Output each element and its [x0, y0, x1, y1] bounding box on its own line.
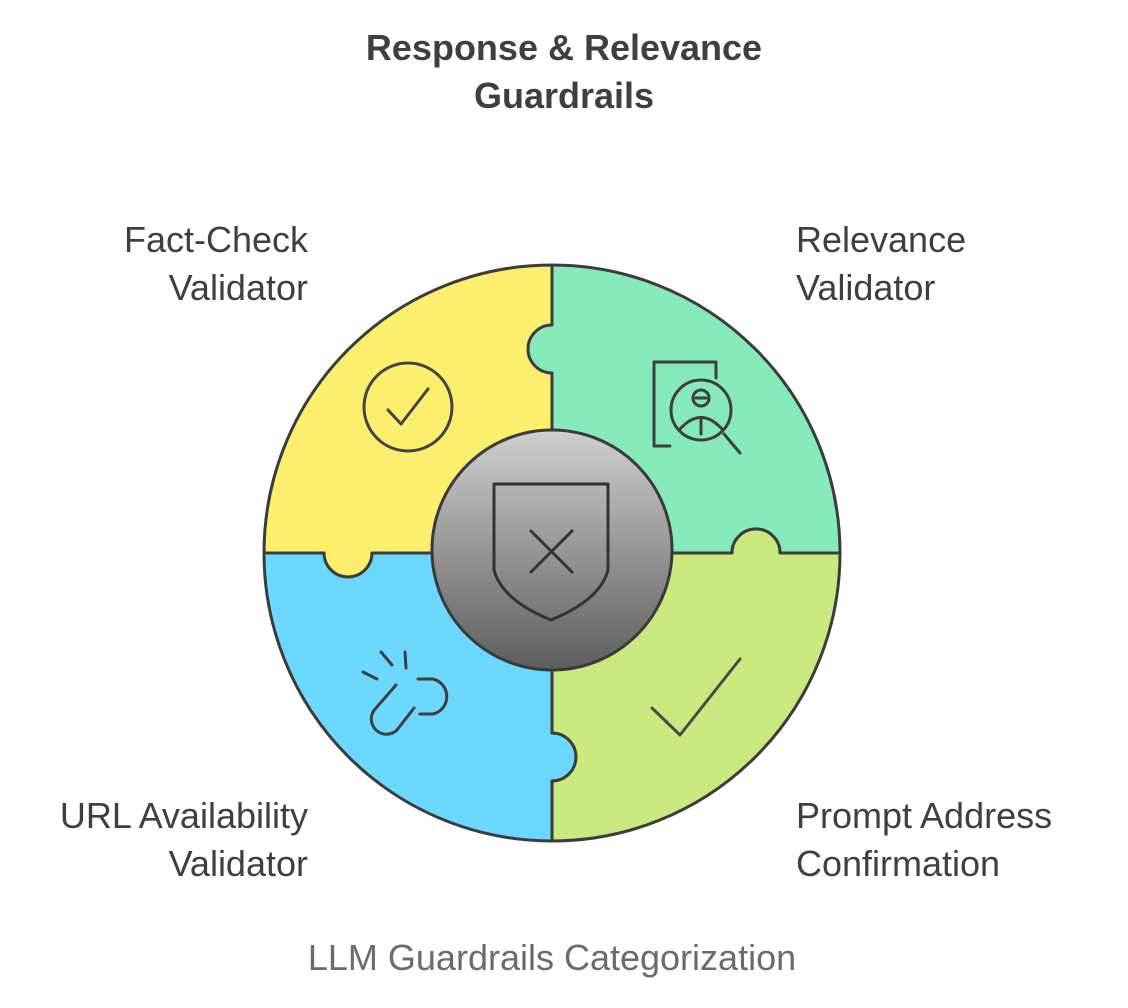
- shield-x-icon: [492, 482, 610, 622]
- fact-check-label: Fact-Check Validator: [124, 216, 308, 312]
- broken-link-icon: [361, 650, 449, 736]
- fact-check-label-line-1: Fact-Check: [123, 219, 308, 260]
- url-availability-label-line-1: URL Availability: [59, 795, 308, 836]
- prompt-address-label: Prompt Address Confirmation: [796, 792, 1052, 888]
- document-search-icon: [652, 360, 742, 455]
- center-hub: [430, 428, 674, 672]
- relevance-label-line-2: Validator: [796, 267, 936, 308]
- prompt-address-label-line-1: Prompt Address: [796, 795, 1053, 836]
- diagram-caption: LLM Guardrails Categorization: [307, 937, 797, 978]
- diagram-title: Response & Relevance Guardrails: [0, 24, 1128, 120]
- url-availability-label: URL Availability Validator: [60, 792, 308, 888]
- check-circle-icon: [362, 361, 454, 453]
- diagram-title-line-1: Response & Relevance: [365, 27, 763, 68]
- prompt-address-label-line-2: Confirmation: [796, 843, 1001, 884]
- diagram-title-line-2: Guardrails: [473, 75, 655, 116]
- relevance-label-line-1: Relevance: [796, 219, 967, 260]
- fact-check-label-line-2: Validator: [168, 267, 308, 308]
- url-availability-label-line-2: Validator: [168, 843, 308, 884]
- relevance-label: Relevance Validator: [796, 216, 966, 312]
- checkmark-icon: [650, 657, 742, 737]
